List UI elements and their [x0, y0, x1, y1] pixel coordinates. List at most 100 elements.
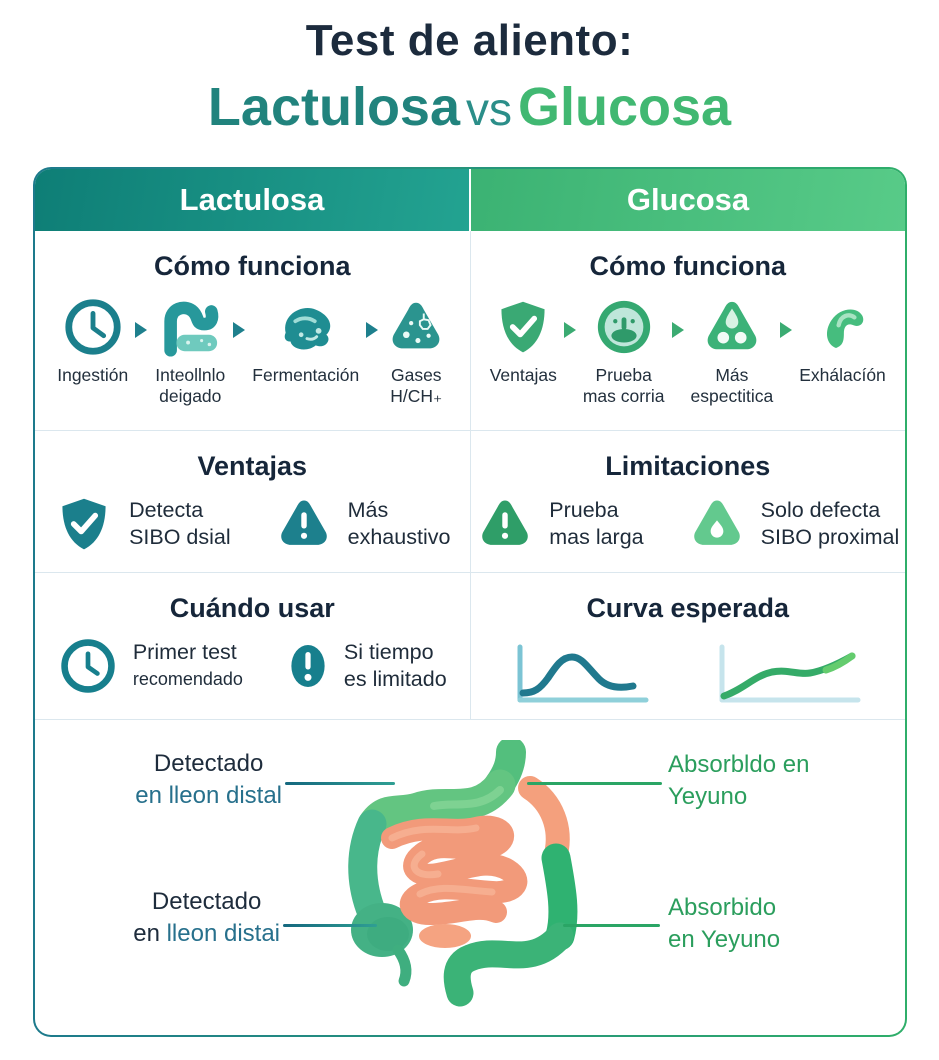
step-label: Inteollnlo — [155, 365, 226, 385]
step-ventajas: Ventajas — [490, 296, 557, 386]
column-headers: Lactulosa Glucosa — [35, 169, 905, 231]
item-label: Si tiempo — [343, 640, 434, 664]
label-line: Yeyuno — [668, 783, 748, 810]
label-absorbido-yeyuno-bottom: Absorbido en Yeyuno — [668, 892, 780, 956]
item-label2: SIBO dsial — [129, 525, 231, 549]
arrow-right-icon — [135, 322, 148, 338]
step-label: Fermentación — [252, 365, 360, 385]
cell-lactulosa-cuando: Cuándo usar Primer test recomendado Si ti… — [35, 573, 471, 719]
cell-glucosa-limitaciones: Limitaciones Prueba mas larga Solo defect… — [471, 431, 906, 572]
connector-line-top-left — [285, 782, 395, 785]
step-ingestion: Ingestión — [57, 296, 128, 386]
step-label2: H/CH₊ — [390, 386, 443, 406]
ear-icon — [826, 309, 863, 348]
step-label: Exhálacíón — [799, 365, 886, 385]
step-fermentacion: Fermentación — [252, 296, 359, 386]
warning-triangle-icon — [280, 500, 327, 545]
step-label2: mas corria — [582, 386, 665, 406]
section-title: Curva esperada — [586, 593, 790, 623]
label-line-prefix: en — [133, 920, 160, 947]
step-label: Más — [715, 365, 749, 385]
label-line: Absorbldo en — [668, 751, 810, 778]
gauge-icon — [597, 300, 650, 354]
section-title: Cuándo usar — [169, 593, 335, 623]
arrow-right-icon — [780, 322, 793, 338]
cell-glucosa-curva: Curva esperada — [471, 573, 906, 719]
step-label: Gases — [390, 365, 442, 385]
lactulose-curve-chart — [517, 644, 649, 703]
arrow-right-icon — [233, 322, 246, 338]
intestine-illustration — [348, 740, 578, 1007]
item-label: Primer test — [132, 640, 237, 664]
pin-triangle-icon — [693, 500, 740, 545]
glucose-curve-chart — [719, 644, 861, 703]
clock-icon — [65, 299, 121, 355]
ventaja-item-2: Más exhaustivo — [275, 494, 451, 554]
label-line: Detectado — [151, 888, 262, 915]
cuando-item-1: Primer test recomendado — [58, 636, 243, 696]
item-label: Más — [347, 498, 389, 522]
step-label2: deigado — [159, 386, 222, 406]
section-title: Cómo funciona — [154, 251, 351, 281]
page-title: Test de aliento: — [305, 16, 634, 65]
step-label2: espectitica — [690, 386, 774, 406]
shield-check-icon — [501, 301, 545, 353]
step-label: Ventajas — [489, 365, 557, 385]
warning-triangle-icon — [482, 500, 529, 545]
column-header-lactulosa: Lactulosa — [35, 169, 469, 231]
item-label2: SIBO proximal — [760, 525, 900, 549]
label-line: en Yeyuno — [668, 926, 781, 953]
comparison-card: Lactulosa Glucosa Cómo funciona Ingestió… — [33, 167, 907, 1037]
label-detectado-ileon-distal-2: Detectado en lleon distai — [133, 886, 280, 950]
connector-line-top-right — [527, 782, 662, 785]
item-label2: mas larga — [549, 525, 644, 549]
column-header-glucosa: Glucosa — [469, 169, 905, 231]
connector-line-bottom-right — [563, 924, 660, 927]
section-title: Cómo funciona — [589, 251, 787, 281]
arrow-right-icon — [563, 322, 576, 338]
subtitle-lactulosa: Lactulosa — [207, 77, 460, 137]
clock-icon — [61, 639, 115, 693]
step-label: Prueba — [595, 365, 652, 385]
item-label2: recomendado — [132, 669, 243, 689]
fermentation-icon — [284, 308, 331, 350]
row-cuando-curva: Cuándo usar Primer test recomendado Si ti… — [35, 572, 905, 719]
label-line: lleon distai — [166, 920, 280, 947]
connector-line-bottom-left — [283, 924, 377, 927]
label-absorbido-yeyuno-top: Absorbldo en Yeyuno — [668, 749, 809, 813]
shield-check-icon — [62, 498, 106, 550]
step-exhalacion: Exhálacíón — [799, 296, 886, 386]
item-label2: es limitado — [343, 667, 447, 691]
item-label: Prueba — [549, 498, 619, 522]
subtitle-glucosa: Glucosa — [518, 77, 732, 137]
cuando-item-2: Si tiempo es limitado — [287, 636, 447, 696]
label-line: Absorbido — [668, 894, 777, 921]
anatomy-section: Detectado en lleon distal Absorbldo en Y… — [35, 719, 905, 1035]
intestine-icon — [164, 301, 219, 357]
exclamation-oval-icon — [291, 645, 325, 687]
triangle-dots-icon — [707, 301, 757, 350]
limitacion-item-1: Prueba mas larga — [476, 494, 644, 554]
gases-icon — [392, 302, 440, 349]
subtitle-vs: vs — [466, 83, 512, 135]
item-label: Solo defecta — [760, 498, 881, 522]
section-title: Limitaciones — [605, 451, 771, 481]
label-detectado-ileon-distal: Detectado en lleon distal — [135, 748, 282, 812]
arrow-right-icon — [366, 322, 379, 338]
item-label2: exhaustivo — [347, 525, 451, 549]
arrow-right-icon — [671, 322, 684, 338]
label-line: Detectado — [153, 750, 264, 777]
